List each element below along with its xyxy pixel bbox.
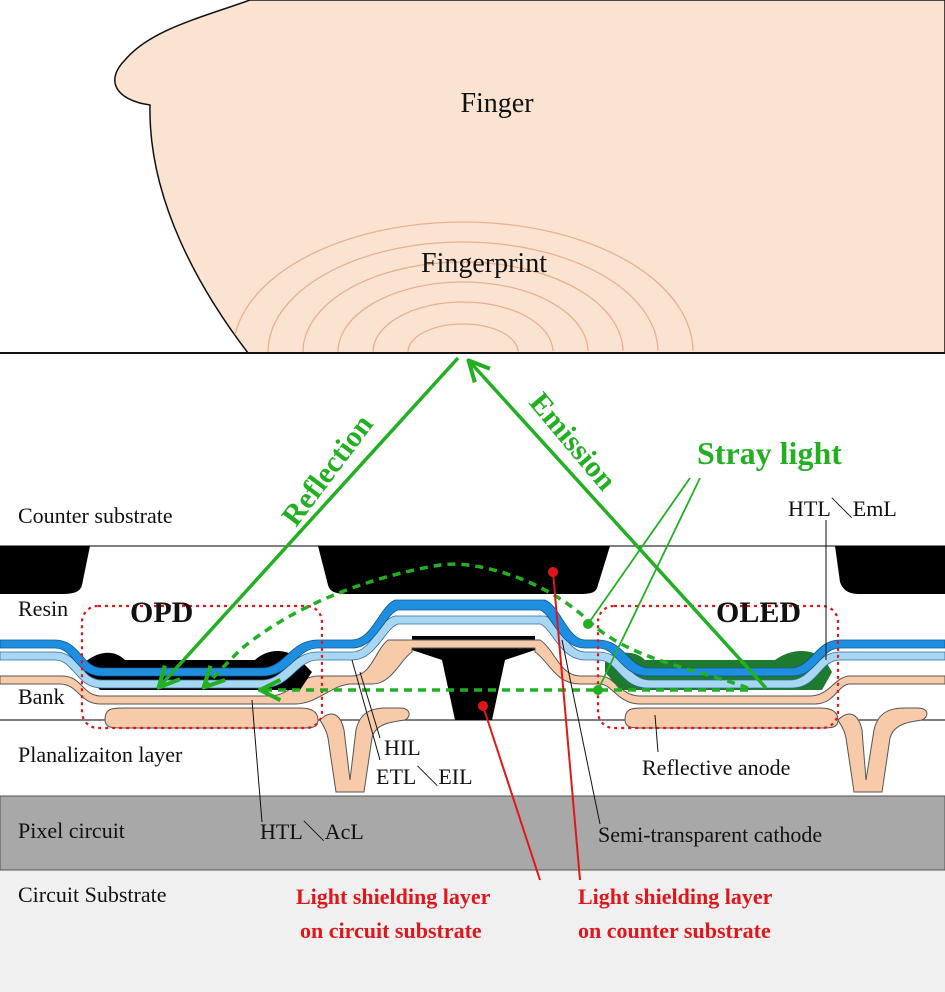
planarization-label: Planalizaiton layer (18, 742, 183, 767)
stray-pointer-2 (597, 477, 701, 691)
stray-light-upper (205, 562, 749, 688)
circuit-shielding-line2: on circuit substrate (300, 918, 482, 943)
pixel-circuit-label: Pixel circuit (18, 818, 125, 843)
circuit-shielding-line1: Light shielding layer (296, 884, 491, 909)
bank-layer (0, 639, 945, 705)
stray-dot-1 (583, 619, 593, 629)
cathode-label: Semi-transparent cathode (598, 822, 822, 847)
emission-label: Emission (523, 386, 623, 497)
hil-label: HIL (384, 735, 421, 760)
etl-layer (0, 615, 945, 689)
fingerprint-ridges (232, 221, 694, 352)
pixel-circuit-layer (0, 795, 945, 871)
bank-label: Bank (18, 684, 64, 709)
shielding-callouts (478, 567, 581, 881)
htl-acl-label: HTL＼AcL (260, 819, 364, 844)
finger-shape (114, 0, 945, 354)
stray-pointer-1 (587, 477, 691, 625)
resin-label: Resin (18, 596, 68, 621)
circuit-substrate-layer (0, 870, 945, 992)
circuit-shielding-layer (412, 636, 535, 720)
stray-dot-2 (593, 685, 603, 695)
opd-highlight-box (80, 604, 324, 730)
counter-shielding-layer (0, 546, 945, 594)
cathode-layer (0, 599, 945, 677)
finger-label: Finger (460, 88, 534, 119)
emission-arrow (470, 362, 768, 690)
counter-substrate-label: Counter substrate (18, 503, 173, 528)
anode-vias (104, 707, 928, 793)
callout-lines (251, 520, 827, 825)
reflective-anode-label: Reflective anode (642, 755, 790, 780)
counter-shielding-line2: on counter substrate (578, 918, 771, 943)
finger: Finger Fingerprint (0, 0, 945, 354)
htl-eml-label: HTL＼EmL (788, 496, 897, 521)
circuit-substrate-label: Circuit Substrate (18, 882, 166, 907)
reflection-label: Reflection (275, 408, 380, 532)
counter-shielding-line1: Light shielding layer (578, 884, 773, 909)
opd-label: OPD (130, 596, 193, 629)
oled-label: OLED (716, 596, 801, 629)
oled-highlight-box (596, 604, 840, 730)
reflection-arrow (160, 356, 460, 686)
light-paths (160, 356, 768, 695)
fingerprint-label: Fingerprint (421, 248, 547, 279)
stray-light-label: Stray light (697, 435, 842, 471)
etl-eil-label: ETL＼EIL (376, 764, 473, 789)
